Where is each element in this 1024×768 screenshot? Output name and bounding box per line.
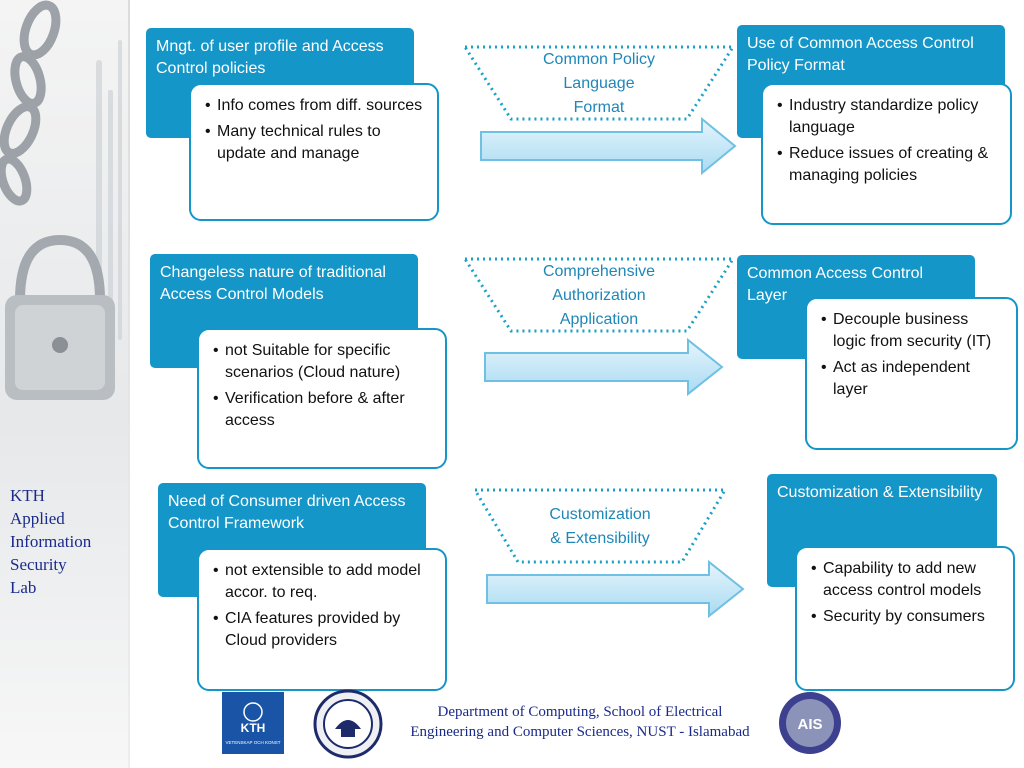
solution-point: Reduce issues of creating & managing pol… <box>777 143 998 187</box>
solution-detail-3: Capability to add new access control mod… <box>795 546 1015 691</box>
solution-detail-2: Decouple business logic from security (I… <box>805 297 1018 450</box>
connector-label-1: Common Policy Language Format <box>542 51 656 116</box>
department-footer: Department of Computing, School of Elect… <box>410 704 750 740</box>
problem-header-text-3: Need of Consumer driven Access Control F… <box>168 493 406 532</box>
problem-point: Verification before & after access <box>213 388 433 432</box>
solution-header-text-3: Customization & Extensibility <box>777 484 983 501</box>
problem-point: not extensible to add model accor. to re… <box>213 560 433 604</box>
solution-point: Capability to add new access control mod… <box>811 558 1001 602</box>
solution-header-text-1: Use of Common Access Control Policy Form… <box>747 35 974 74</box>
ais-logo-text: AIS <box>797 716 822 733</box>
connector-label-3: Customization & Extensibility <box>549 506 651 547</box>
ais-logo: AIS <box>779 692 841 754</box>
problem-point: Many technical rules to update and manag… <box>205 121 425 165</box>
side-decoration <box>0 0 128 768</box>
problem-detail-1: Info comes from diff. sources Many techn… <box>189 83 439 221</box>
solution-detail-1: Industry standardize policy language Red… <box>761 83 1012 225</box>
problem-point: not Suitable for specific scenarios (Clo… <box>213 340 433 384</box>
kth-logo: KTH VETENSKAP OCH KONST <box>222 692 284 754</box>
right-arrow-2 <box>484 337 724 397</box>
connector-label-2: Comprehensive Authorization Application <box>542 263 656 328</box>
problem-detail-3: not extensible to add model accor. to re… <box>197 548 447 691</box>
solution-point: Security by consumers <box>811 606 1001 628</box>
nust-logo <box>313 689 383 759</box>
lock-chain-illustration <box>0 0 122 400</box>
solution-point: Decouple business logic from security (I… <box>821 309 1004 353</box>
solution-header-text-2: Common Access Control Layer <box>747 265 924 304</box>
kth-logo-text: KTH <box>241 721 266 735</box>
problem-header-text-1: Mngt. of user profile and Access Control… <box>156 38 384 77</box>
kth-logo-subtext: VETENSKAP OCH KONST <box>226 740 281 745</box>
right-arrow-1 <box>480 116 737 176</box>
problem-point: CIA features provided by Cloud providers <box>213 608 433 652</box>
problem-point: Info comes from diff. sources <box>205 95 425 117</box>
problem-detail-2: not Suitable for specific scenarios (Clo… <box>197 328 447 469</box>
problem-header-text-2: Changeless nature of traditional Access … <box>160 264 386 303</box>
solution-point: Industry standardize policy language <box>777 95 998 139</box>
solution-point: Act as independent layer <box>821 357 1004 401</box>
side-divider <box>128 0 130 768</box>
lab-name: KTH Applied Information Security Lab <box>10 486 92 597</box>
right-arrow-3 <box>486 559 745 619</box>
